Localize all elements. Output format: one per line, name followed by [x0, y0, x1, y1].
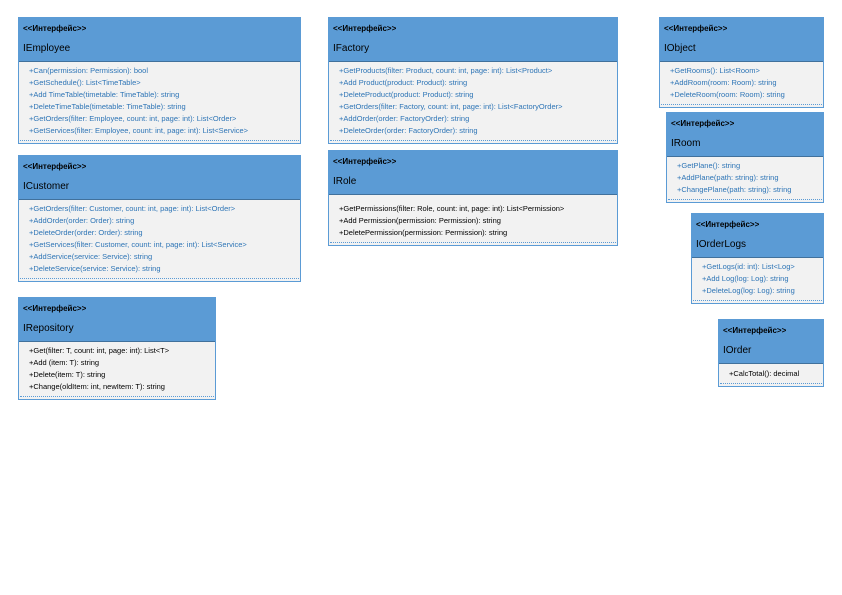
operation: +CalcTotal(): decimal — [729, 369, 800, 378]
interface-name: IOrderLogs — [696, 239, 747, 250]
interface-header: <<Интерфейс>> IRepository — [19, 298, 215, 342]
interface-iroom[interactable]: <<Интерфейс>> IRoom +GetPlane(): string … — [666, 112, 824, 203]
operation: +Delete(item: T): string — [29, 370, 106, 379]
interface-iemployee[interactable]: <<Интерфейс>> IEmployee +Can(permission:… — [18, 17, 301, 144]
operation: +AddService(service: Service): string — [29, 252, 153, 261]
operation: +GetOrders(filter: Customer, count: int,… — [29, 204, 236, 213]
interface-header: <<Интерфейс>> IRoom — [667, 113, 823, 157]
operation: +Add (item: T): string — [29, 358, 100, 367]
operations-compartment: +Get(filter: T, count: int, page: int): … — [19, 342, 215, 395]
interface-name: IEmployee — [23, 43, 71, 54]
operation: +Add Product(product: Product): string — [339, 78, 468, 87]
interface-name: IRole — [333, 176, 357, 187]
interface-iorderlogs[interactable]: <<Интерфейс>> IOrderLogs +GetLogs(id: in… — [691, 213, 824, 304]
operations-compartment: +GetRooms(): List<Room> +AddRoom(room: R… — [660, 62, 823, 103]
interface-header: <<Интерфейс>> ICustomer — [19, 156, 300, 200]
operation: +Add Log(log: Log): string — [702, 274, 789, 283]
operation: +DeleteOrder(order: FactoryOrder): strin… — [339, 126, 478, 135]
interface-header: <<Интерфейс>> IOrder — [719, 320, 823, 364]
operation: +AddRoom(room: Room): string — [670, 78, 777, 87]
interface-name: IRepository — [23, 323, 74, 334]
stereotype-label: <<Интерфейс>> — [333, 24, 397, 33]
compartment-separator — [330, 140, 616, 141]
operation: +DeleteProduct(product: Product): string — [339, 90, 474, 99]
operation: +ChangePlane(path: string): string — [677, 185, 792, 194]
operation: +GetRooms(): List<Room> — [670, 66, 760, 75]
stereotype-label: <<Интерфейс>> — [23, 304, 87, 313]
operations-compartment: +GetLogs(id: int): List<Log> +Add Log(lo… — [692, 258, 823, 299]
operation: +GetLogs(id: int): List<Log> — [702, 262, 795, 271]
operation: +GetOrders(filter: Factory, count: int, … — [339, 102, 563, 111]
interface-icustomer[interactable]: <<Интерфейс>> ICustomer +GetOrders(filte… — [18, 155, 301, 282]
interface-header: <<Интерфейс>> IObject — [660, 18, 823, 62]
stereotype-label: <<Интерфейс>> — [696, 220, 760, 229]
operation: +DeleteOrder(order: Order): string — [29, 228, 143, 237]
operations-compartment: +GetOrders(filter: Customer, count: int,… — [19, 200, 300, 277]
compartment-separator — [20, 278, 299, 279]
operations-compartment: +CalcTotal(): decimal — [719, 364, 823, 382]
interface-header: <<Интерфейс>> IFactory — [329, 18, 617, 62]
interface-name: IRoom — [671, 138, 701, 149]
interface-header: <<Интерфейс>> IEmployee — [19, 18, 300, 62]
stereotype-label: <<Интерфейс>> — [23, 162, 87, 171]
operation: +GetProducts(filter: Product, count: int… — [339, 66, 553, 75]
operation: +DeleteLog(log: Log): string — [702, 286, 795, 295]
interface-name: ICustomer — [23, 181, 70, 192]
operations-compartment: +GetPlane(): string +AddPlane(path: stri… — [667, 157, 823, 198]
operation: +GetOrders(filter: Employee, count: int,… — [29, 114, 237, 123]
operation: +Can(permission: Permission): bool — [29, 66, 149, 75]
operations-compartment: +GetPermissions(filter: Role, count: int… — [329, 195, 617, 241]
operations-compartment: +Can(permission: Permission): bool +GetS… — [19, 62, 300, 139]
interface-iobject[interactable]: <<Интерфейс>> IObject +GetRooms(): List<… — [659, 17, 824, 108]
operation: +DeleteRoom(room: Room): string — [670, 90, 785, 99]
operation: +Add Permission(permission: Permission):… — [339, 216, 501, 225]
compartment-separator — [20, 396, 214, 397]
operation: +DeleteService(service: Service): string — [29, 264, 161, 273]
operation: +Add TimeTable(timetable: TimeTable): st… — [29, 90, 180, 99]
interface-header: <<Интерфейс>> IRole — [329, 151, 617, 195]
stereotype-label: <<Интерфейс>> — [333, 157, 397, 166]
interface-iorder[interactable]: <<Интерфейс>> IOrder +CalcTotal(): decim… — [718, 319, 824, 387]
interface-name: IFactory — [333, 43, 370, 54]
compartment-separator — [693, 300, 822, 301]
operation: +Get(filter: T, count: int, page: int): … — [29, 346, 170, 355]
interface-irole[interactable]: <<Интерфейс>> IRole +GetPermissions(filt… — [328, 150, 618, 246]
compartment-separator — [330, 242, 616, 243]
stereotype-label: <<Интерфейс>> — [23, 24, 87, 33]
compartment-separator — [661, 104, 822, 105]
compartment-separator — [668, 199, 822, 200]
operation: +GetServices(filter: Employee, count: in… — [29, 126, 249, 135]
compartment-separator — [720, 383, 822, 384]
interface-name: IOrder — [723, 345, 752, 356]
operation: +GetSchedule(): List<TimeTable> — [29, 78, 141, 87]
operation: +GetPlane(): string — [677, 161, 741, 170]
operation: +GetServices(filter: Customer, count: in… — [29, 240, 247, 249]
operation: +DeleteTimeTable(timetable: TimeTable): … — [29, 102, 186, 111]
operation: +AddPlane(path: string): string — [677, 173, 779, 182]
stereotype-label: <<Интерфейс>> — [671, 119, 735, 128]
stereotype-label: <<Интерфейс>> — [723, 326, 787, 335]
operations-compartment: +GetProducts(filter: Product, count: int… — [329, 62, 617, 139]
operation: +Change(oldItem: int, newItem: T): strin… — [29, 382, 165, 391]
operation: +GetPermissions(filter: Role, count: int… — [339, 204, 565, 213]
stereotype-label: <<Интерфейс>> — [664, 24, 728, 33]
operation: +DeletePermission(permission: Permission… — [339, 228, 508, 237]
compartment-separator — [20, 140, 299, 141]
operation: +AddOrder(order: Order): string — [29, 216, 135, 225]
interface-header: <<Интерфейс>> IOrderLogs — [692, 214, 823, 258]
interface-ifactory[interactable]: <<Интерфейс>> IFactory +GetProducts(filt… — [328, 17, 618, 144]
interface-irepository[interactable]: <<Интерфейс>> IRepository +Get(filter: T… — [18, 297, 216, 400]
interface-name: IObject — [664, 43, 696, 54]
operation: +AddOrder(order: FactoryOrder): string — [339, 114, 470, 123]
